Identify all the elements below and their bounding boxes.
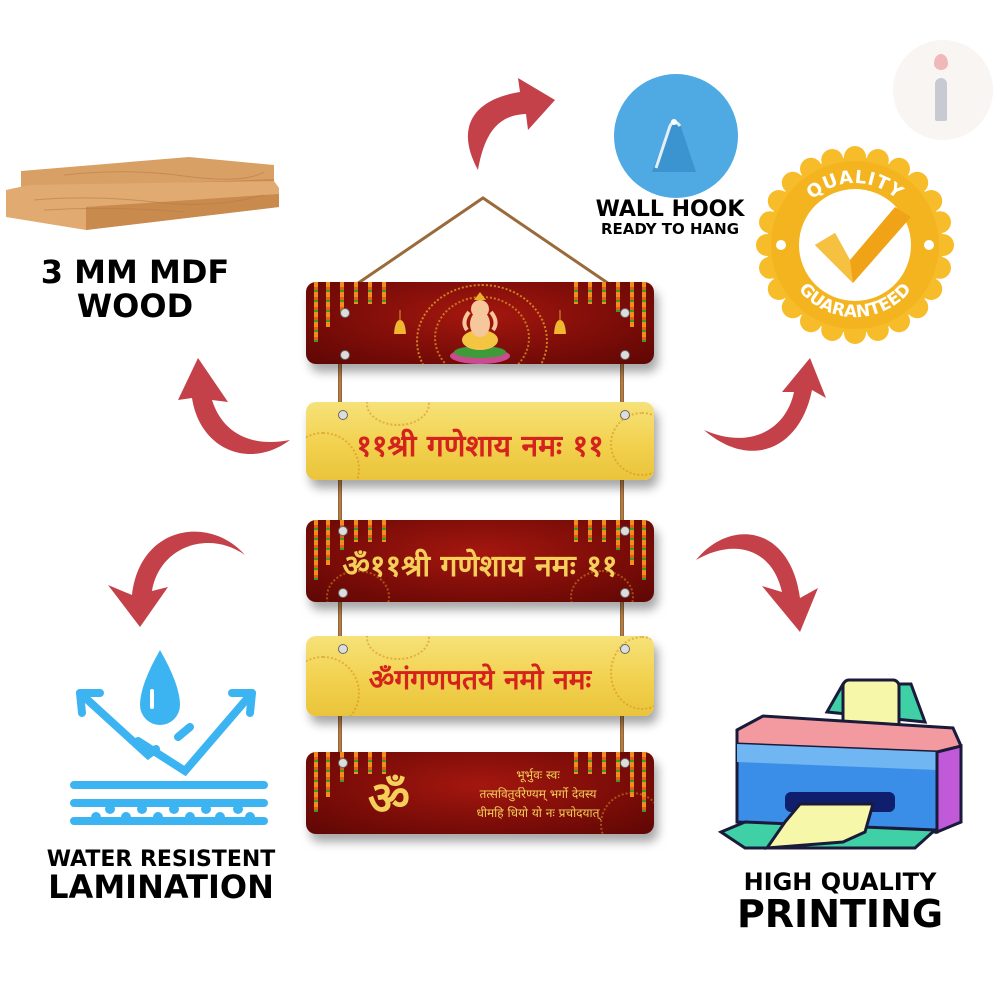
hook-label-line2: READY TO HANG <box>600 220 740 239</box>
plank-ganesha <box>306 282 654 364</box>
rope <box>338 708 342 763</box>
arrow-to-water-icon <box>108 531 245 627</box>
printing-label-line2: PRINTING <box>736 892 944 937</box>
gayatri-line: तत्सवितुर्वरेण्यम् भर्गो देवस्य <box>479 787 597 801</box>
bell-icon <box>554 310 566 334</box>
wall-hook-icon <box>614 74 738 198</box>
plank-gayatri-mantra: ॐ भूर्भुवः स्वः तत्सवितुर्वरेण्यम् भर्गो… <box>306 752 654 834</box>
rope <box>338 590 342 646</box>
plank-shri-ganeshaya: ११श्री गणेशाय नमः ११ <box>306 402 654 480</box>
plank-text: ॐ११श्री गणेशाय नमः ११ <box>342 549 618 584</box>
ganesha-image <box>450 292 510 364</box>
plank-om-shri-ganeshaya: ॐ११श्री गणेशाय नमः ११ <box>306 520 654 602</box>
arrow-to-printer-icon <box>696 534 818 632</box>
arrow-to-badge-icon <box>704 358 826 451</box>
printing-label-line1: HIGH QUALITY <box>743 868 937 896</box>
rope <box>620 355 624 410</box>
water-resistant-icon <box>70 650 268 825</box>
arrow-to-hook-icon <box>467 78 555 170</box>
hook-label-line1: WALL HOOK <box>595 197 745 222</box>
rope <box>338 355 342 410</box>
gayatri-line: धीमहि धियो यो नः प्रचोदयात् <box>476 806 600 820</box>
printing-feature-label: HIGH QUALITY PRINTING <box>720 868 960 937</box>
wood-label-line2: WOOD <box>76 286 194 325</box>
quality-badge-icon: QUALITY GUARANTEED <box>756 146 954 344</box>
plank-text: ॐगंगणपतये नमो नमः <box>368 663 592 696</box>
plank-gan-ganapataye: ॐगंगणपतये नमो नमः <box>306 636 654 716</box>
water-label-line2: LAMINATION <box>48 868 274 907</box>
gayatri-text: भूर्भुवः स्वः तत्सवितुर्वरेण्यम् भर्गो द… <box>438 766 638 823</box>
om-symbol: ॐ <box>368 771 410 825</box>
rope <box>620 475 624 530</box>
wood-label-line1: 3 MM MDF <box>40 253 230 291</box>
wood-planks-icon <box>6 157 279 230</box>
plank-text: ११श्री गणेशाय नमः ११ <box>356 429 604 464</box>
hanging-cord <box>347 196 619 292</box>
rope <box>338 475 342 530</box>
bell-icon <box>394 310 406 334</box>
hook-feature-label: WALL HOOK READY TO HANG <box>580 198 760 238</box>
water-label-line1: WATER RESISTENT <box>46 847 276 872</box>
wood-feature-label: 3 MM MDF WOOD <box>20 253 250 325</box>
rope <box>620 590 624 646</box>
gayatri-line: भूर्भुवः स्वः <box>516 768 560 782</box>
water-feature-label: WATER RESISTENT LAMINATION <box>30 848 292 905</box>
printer-icon <box>717 678 963 850</box>
rope <box>620 708 624 763</box>
brand-logo-icon <box>893 40 993 140</box>
arrow-to-wood-icon <box>178 358 290 455</box>
